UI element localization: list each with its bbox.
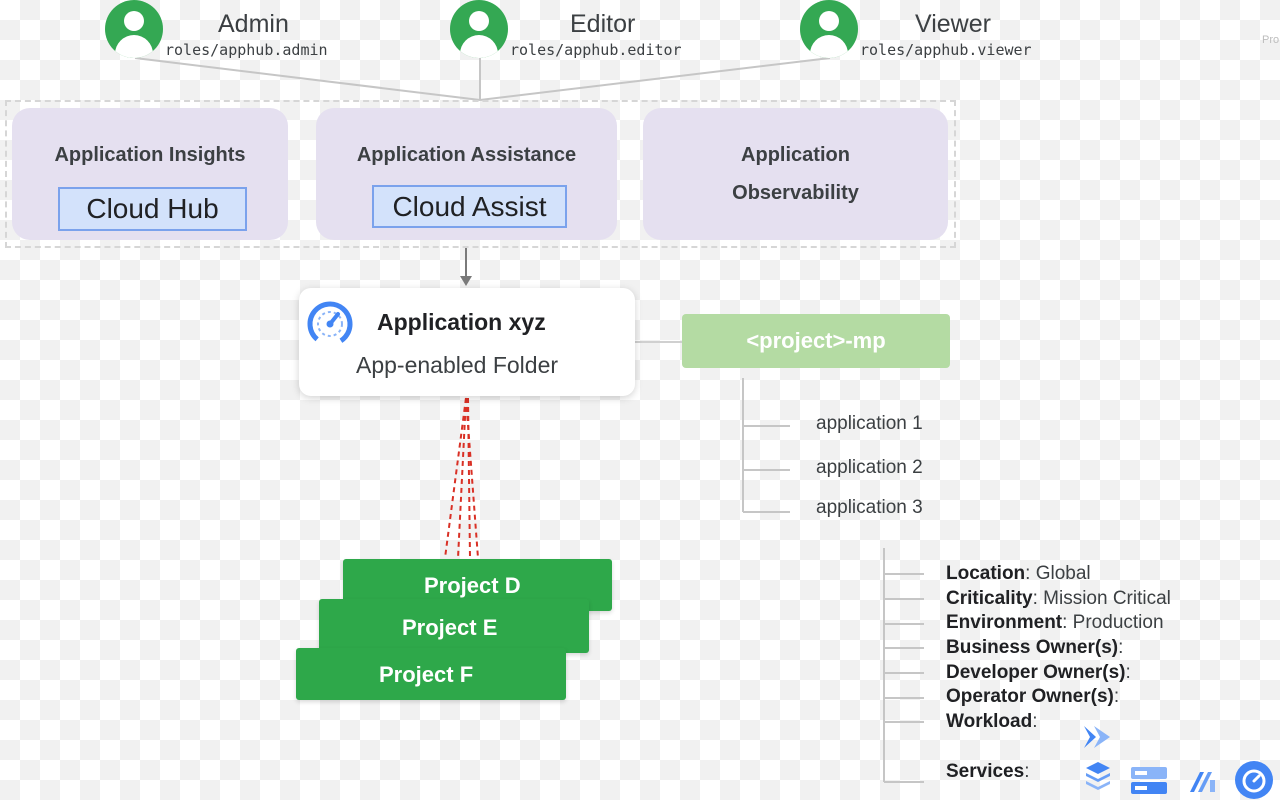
attribute-services: Services: bbox=[946, 761, 1030, 782]
cloud-assist-pill: Cloud Assist bbox=[372, 185, 567, 228]
application-card[interactable]: Application xyz App-enabled Folder bbox=[299, 288, 635, 396]
role-editor: Editor roles/apphub.editor bbox=[450, 0, 710, 60]
capability-title-line1: Application bbox=[741, 144, 850, 166]
cloud-hub-pill: Cloud Hub bbox=[58, 187, 247, 231]
monitoring-icon bbox=[1235, 761, 1273, 799]
application-item: application 2 bbox=[816, 457, 923, 478]
capability-application-observability: Application Observability bbox=[643, 108, 948, 240]
attribute-location: Location: Global bbox=[946, 563, 1091, 584]
capability-application-assistance: Application Assistance Cloud Assist bbox=[316, 108, 617, 240]
bigquery-icon bbox=[1190, 772, 1215, 792]
attribute-developer-owners: Developer Owner(s): bbox=[946, 662, 1131, 683]
project-f[interactable]: Project F bbox=[296, 648, 566, 700]
role-id: roles/apphub.viewer bbox=[860, 41, 1032, 59]
gauge-icon bbox=[307, 301, 353, 347]
project-e[interactable]: Project E bbox=[319, 599, 589, 653]
application-item: application 1 bbox=[816, 413, 923, 434]
attribute-environment: Environment: Production bbox=[946, 612, 1164, 633]
role-name: Admin bbox=[218, 10, 289, 38]
user-avatar-icon bbox=[800, 0, 858, 58]
application-item: application 3 bbox=[816, 497, 923, 518]
project-label: Project E bbox=[402, 615, 498, 640]
capabilities-group bbox=[5, 100, 956, 248]
user-avatar-icon bbox=[105, 0, 163, 58]
role-viewer: Viewer roles/apphub.viewer bbox=[800, 0, 1060, 60]
application-name: Application xyz bbox=[377, 309, 546, 335]
role-admin: Admin roles/apphub.admin bbox=[105, 0, 365, 60]
capability-title: Application Insights bbox=[54, 144, 246, 166]
project-label: Project F bbox=[379, 662, 474, 687]
attribute-operator-owners: Operator Owner(s): bbox=[946, 686, 1120, 707]
storage-layers-icon bbox=[1086, 762, 1110, 790]
capability-title-line2: Observability bbox=[732, 182, 859, 204]
role-id: roles/apphub.editor bbox=[510, 41, 682, 59]
project-label: Project D bbox=[424, 573, 521, 598]
management-project[interactable]: <project>-mp bbox=[682, 314, 950, 368]
attribute-workload: Workload: bbox=[946, 711, 1038, 732]
server-icon bbox=[1131, 767, 1167, 794]
role-id: roles/apphub.admin bbox=[165, 41, 328, 59]
attribute-business-owners: Business Owner(s): bbox=[946, 637, 1124, 658]
cloud-run-icon bbox=[1084, 726, 1110, 748]
attribute-criticality: Criticality: Mission Critical bbox=[946, 588, 1171, 609]
user-avatar-icon bbox=[450, 0, 508, 58]
cut-off-label: Pro bbox=[1262, 34, 1280, 46]
capability-application-insights: Application Insights Cloud Hub bbox=[12, 108, 288, 240]
capability-title: Application Assistance bbox=[356, 144, 577, 166]
role-name: Editor bbox=[570, 10, 636, 38]
application-type: App-enabled Folder bbox=[356, 352, 559, 378]
role-name: Viewer bbox=[915, 10, 991, 38]
